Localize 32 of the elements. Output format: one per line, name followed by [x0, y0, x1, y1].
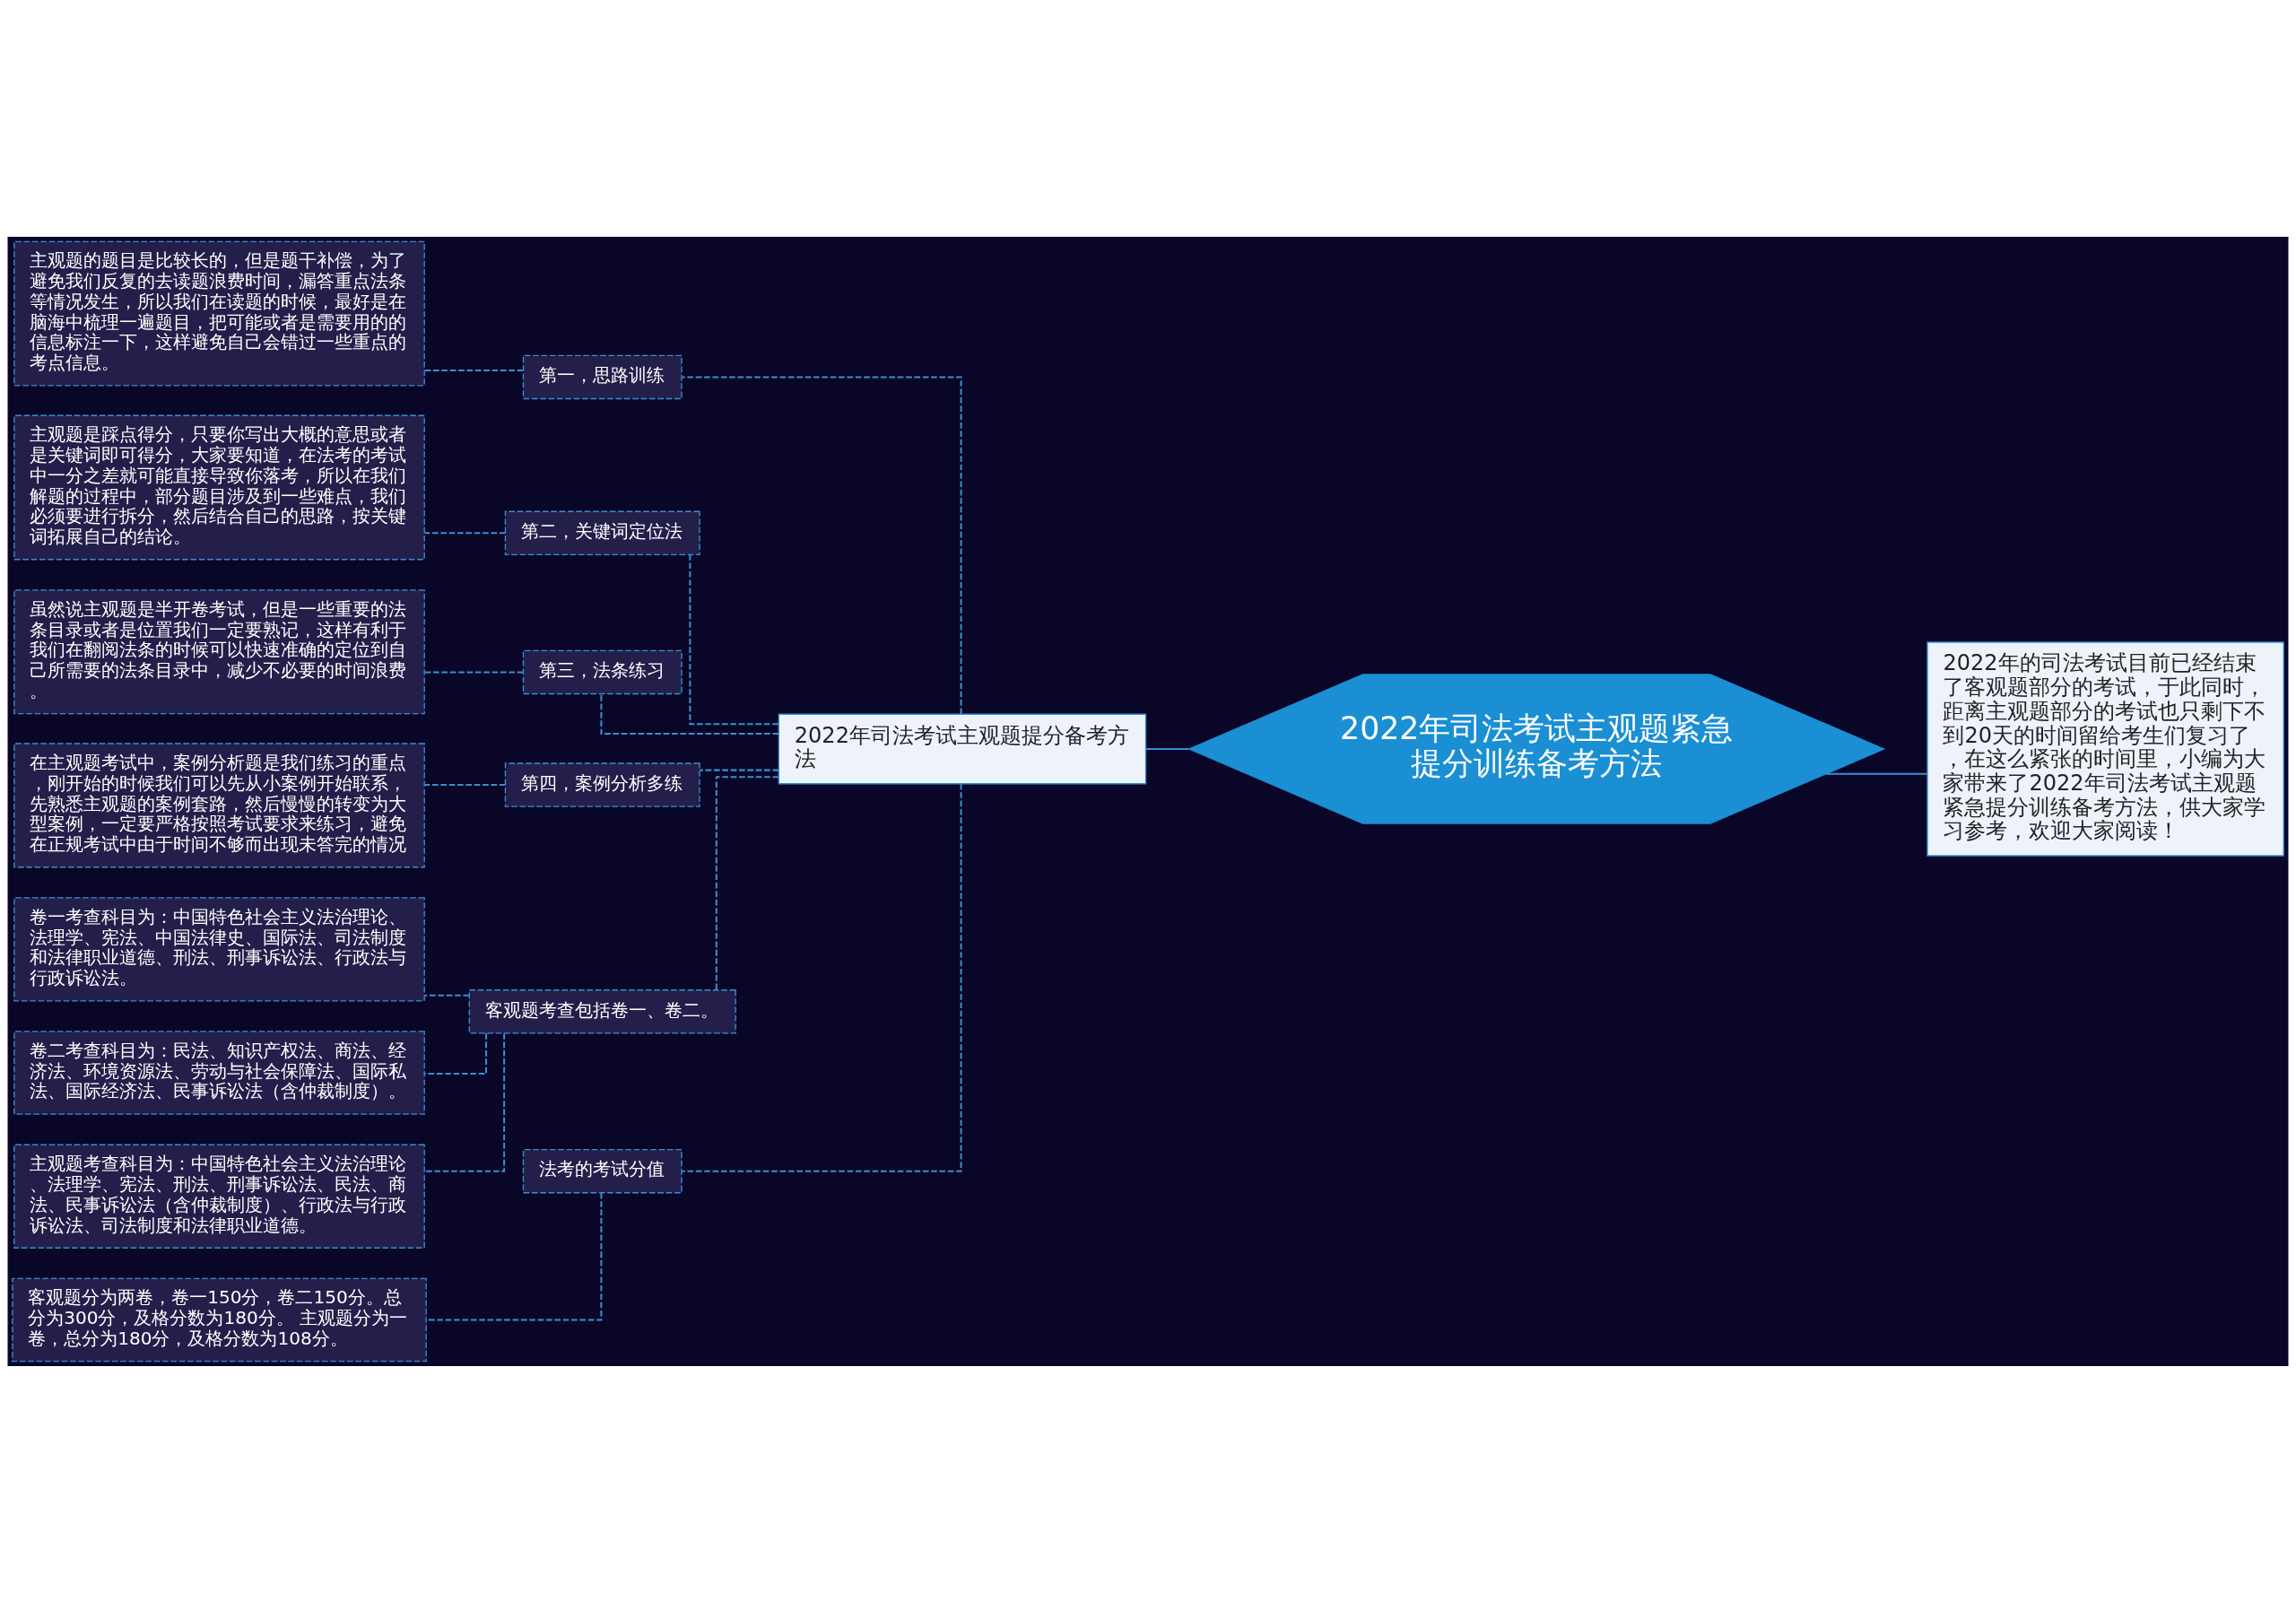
node-box: 主观题是踩点得分，只要你写出大概的意思或者是关键词即可得分，大家要知道，在法考的考试中一分之差就可能直接导致你落考，所以在我们解题的过程中，部分题目涉及到一些难点，我们必须要进行拆分，然后结合自己的思路，按关键词拓展自己的结论。 [13, 414, 425, 560]
connector [424, 369, 524, 371]
connector [424, 670, 524, 673]
node-box: 卷二考查科目为：民法、知识产权法、商法、经济法、环境资源法、劳动与社会保障法、国际私法、国际经济法、民事诉讼法（含仲裁制度）。 [13, 1030, 425, 1115]
connector [700, 769, 779, 771]
connector [424, 531, 506, 534]
node-box: 第四，案例分析多练 [504, 762, 700, 807]
node-box: 第二，关键词定位法 [504, 510, 700, 555]
node-box: 第一，思路训练 [522, 354, 683, 399]
node-box: 2022年司法考试主观题提分备考方法 [778, 713, 1147, 784]
node-box: 主观题考查科目为：中国特色社会主义法治理论、法理学、宪法、刑法、刑事诉讼法、民法、商法、民事诉讼法（含仲裁制度）、行政法与行政诉讼法、司法制度和法律职业道德。 [13, 1144, 425, 1249]
connector [600, 693, 779, 735]
node-box: 第三，法条练习 [522, 649, 683, 694]
connector [1826, 772, 1927, 775]
connector [424, 994, 469, 997]
connector [682, 375, 962, 714]
node-box: 法考的考试分值 [522, 1148, 683, 1193]
connector [689, 554, 778, 725]
node-box: 虽然说主观题是半开卷考试，但是一些重要的法条目录或者是位置我们一定要熟记，这样有利于我们在翻阅法条的时候可以快速准确的定位到自己所需要的法条目录中，减少不必要的时间浪费。 [13, 588, 425, 714]
connector [426, 1192, 603, 1321]
node-box: 客观题考查包括卷一、卷二。 [468, 988, 736, 1034]
node-box: 在主观题考试中，案例分析题是我们练习的重点，刚开始的时候我们可以先从小案例开始联系，先熟悉主观题的案例套路，然后慢慢的转变为大型案例，一定要严格按照考试要求来练习，避免在正规考试中由于时间不够而出现未答完的情况 [13, 742, 425, 867]
connector [424, 1032, 506, 1172]
node-box: 2022年的司法考试目前已经结束了客观题部分的考试，于此同时，距离主观题部分的考试也只剩下不到20天的时间留给考生们复习了，在这么紧张的时间里，小编为大家带来了2022年司法考试主观题紧急提分训练备考方法，供大家学习参考，欢迎大家阅读！ [1926, 640, 2284, 857]
node-box: 卷一考查科目为：中国特色社会主义法治理论、法理学、宪法、中国法律史、国际法、司法制度和法律职业道德、刑法、刑事诉讼法、行政法与行政诉讼法。 [13, 896, 425, 1001]
connector [424, 783, 506, 786]
node-box: 主观题的题目是比较长的，但是题干补偿，为了避免我们反复的去读题浪费时间，漏答重点法条等情况发生，所以我们在读题的时候，最好是在脑海中梳理一遍题目，把可能或者是需要用的的信息标注一下，这样避免自己会错过一些重点的考点信息。 [13, 240, 425, 386]
node-box: 客观题分为两卷，卷一150分，卷二150分。总分为300分，及格分数为180分。 主观题分为一卷，总分为180分，及格分数为108分。 [12, 1277, 427, 1362]
connector [424, 1032, 488, 1075]
connector [682, 783, 962, 1172]
connector [1145, 747, 1189, 750]
connector [715, 775, 779, 990]
